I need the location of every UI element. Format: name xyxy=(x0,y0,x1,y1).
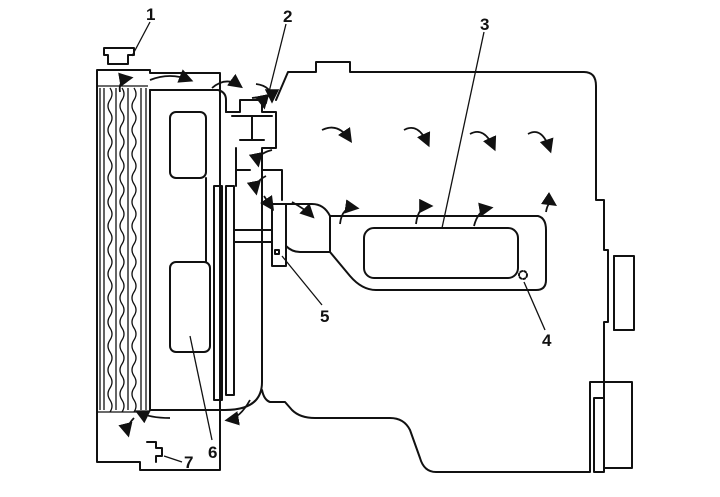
water-pump-fan xyxy=(213,169,287,401)
engine-block xyxy=(261,61,635,473)
thermostat xyxy=(225,99,283,201)
callout-labels: 1 2 3 4 5 6 7 xyxy=(146,5,552,472)
callout-7: 7 xyxy=(184,453,193,472)
coolant-flow-arrows xyxy=(118,69,557,438)
pump-seal xyxy=(274,249,280,255)
radiator xyxy=(96,47,221,471)
callout-3: 3 xyxy=(480,15,489,34)
drain-cock xyxy=(146,441,163,463)
leader-lines xyxy=(131,21,546,463)
radiator-core xyxy=(99,87,147,413)
water-temp-sensor xyxy=(518,270,528,280)
callout-4: 4 xyxy=(542,331,552,350)
callout-6: 6 xyxy=(208,443,217,462)
callout-2: 2 xyxy=(283,7,292,26)
callout-5: 5 xyxy=(320,307,329,326)
fan-shroud xyxy=(149,89,263,411)
callout-1: 1 xyxy=(146,5,155,24)
